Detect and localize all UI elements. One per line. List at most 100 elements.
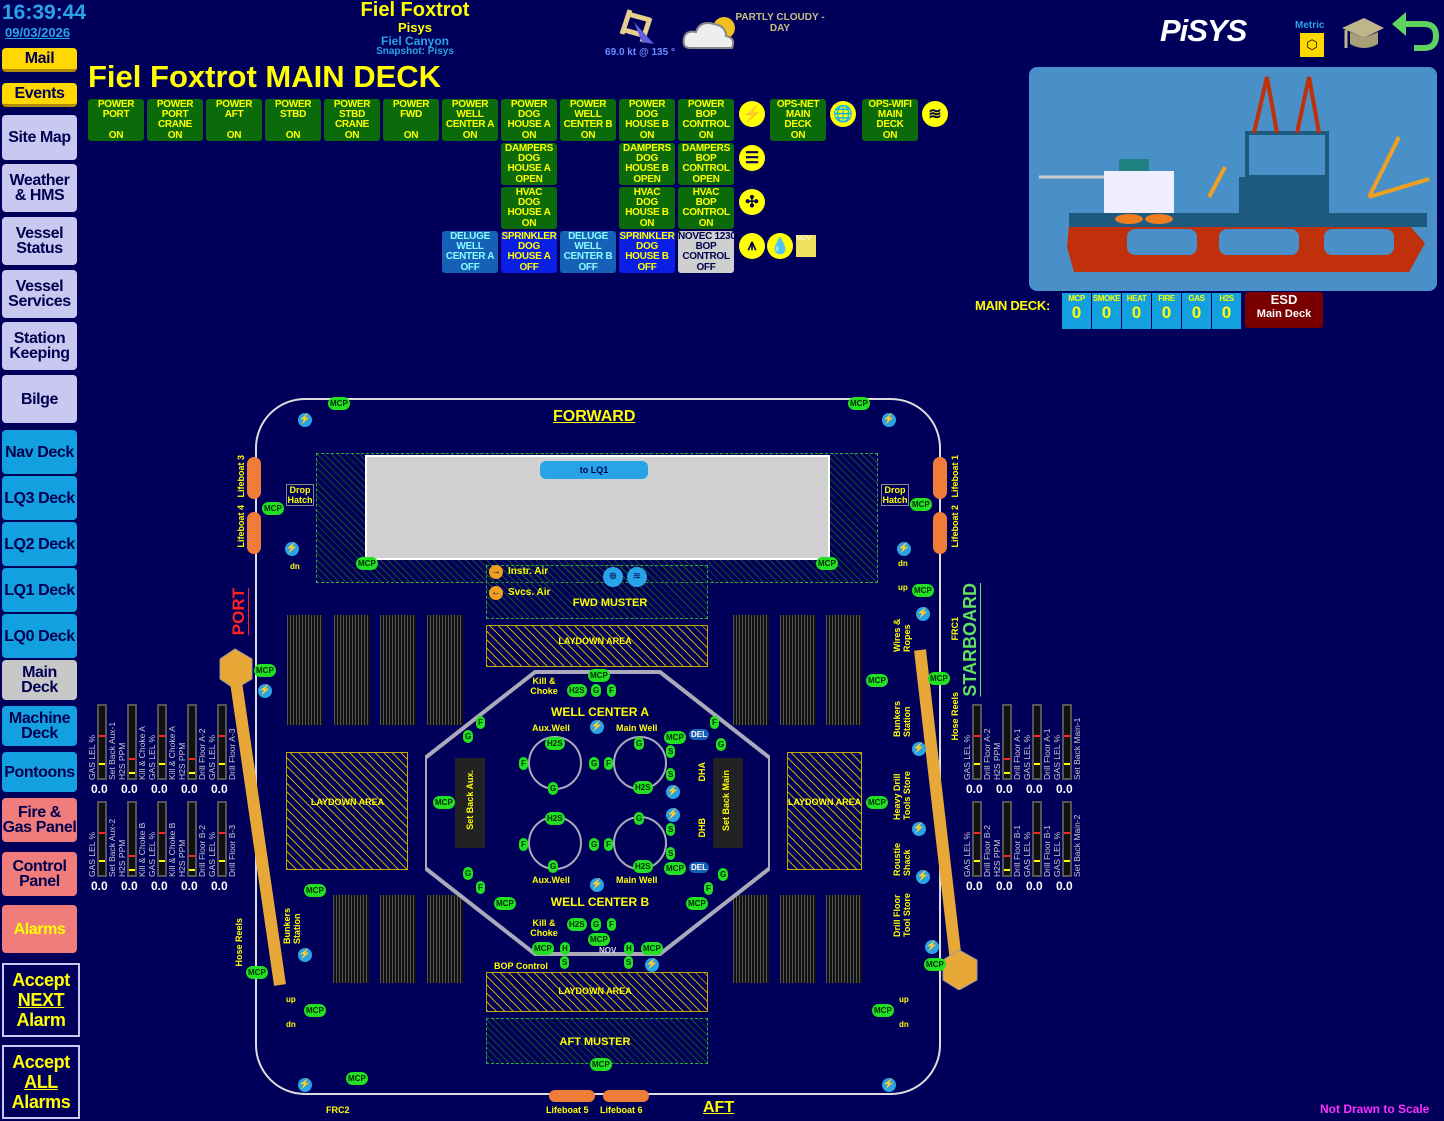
mcp-badge[interactable]: MCP bbox=[816, 557, 838, 570]
g-detector-badge[interactable]: G bbox=[548, 860, 559, 873]
lifeboat-1[interactable] bbox=[933, 457, 947, 499]
sidebar-item-lq0-deck[interactable]: LQ0 Deck bbox=[2, 614, 77, 658]
f-detector-badge[interactable]: F bbox=[604, 838, 613, 851]
mcp-badge[interactable]: MCP bbox=[588, 669, 610, 682]
f-detector-badge[interactable]: F bbox=[476, 881, 485, 894]
mcp-badge[interactable]: MCP bbox=[494, 897, 516, 910]
sidebar-item-main-deck[interactable]: Main Deck bbox=[2, 660, 77, 700]
mcp-badge[interactable]: MCP bbox=[848, 397, 870, 410]
sidebar-item-lq3-deck[interactable]: LQ3 Deck bbox=[2, 476, 77, 520]
mcp-badge[interactable]: MCP bbox=[686, 897, 708, 910]
del-b-badge[interactable]: DEL bbox=[689, 862, 709, 873]
esd-main-deck-button[interactable]: ESD Main Deck bbox=[1245, 292, 1323, 328]
f-detector-badge[interactable]: F bbox=[519, 838, 528, 851]
back-arrow-icon[interactable] bbox=[1390, 8, 1440, 52]
h2s-detector-badge[interactable]: H2S bbox=[567, 684, 587, 697]
lifeboat-3[interactable] bbox=[247, 457, 261, 499]
sidebar-item-fire-gas-panel[interactable]: Fire & Gas Panel bbox=[2, 798, 77, 842]
g-detector-badge[interactable]: G bbox=[589, 838, 600, 851]
mcp-badge[interactable]: MCP bbox=[246, 966, 268, 979]
sidebar-item-station-keeping[interactable]: Station Keeping bbox=[2, 322, 77, 370]
sidebar-item-control-panel[interactable]: Control Panel bbox=[2, 852, 77, 896]
h2s-detector-badge[interactable]: H2S bbox=[545, 812, 565, 825]
sidebar-item-bilge[interactable]: Bilge bbox=[2, 375, 77, 423]
mcp-badge[interactable]: MCP bbox=[304, 1004, 326, 1017]
mcp-badge[interactable]: MCP bbox=[928, 672, 950, 685]
lifeboat-5[interactable] bbox=[549, 1090, 595, 1102]
h2s-detector-badge[interactable]: H2S bbox=[567, 918, 587, 931]
mcp-badge[interactable]: MCP bbox=[254, 664, 276, 677]
s-detector-badge[interactable]: S bbox=[666, 847, 676, 860]
g-detector-badge[interactable]: G bbox=[463, 867, 474, 880]
g-detector-badge[interactable]: G bbox=[634, 812, 645, 825]
mcp-badge[interactable]: MCP bbox=[532, 942, 554, 955]
lifeboat-2[interactable] bbox=[933, 512, 947, 554]
sidebar-item-site-map[interactable]: Site Map bbox=[2, 115, 77, 160]
g-detector-badge[interactable]: G bbox=[463, 730, 474, 743]
s-detector-badge[interactable]: S bbox=[560, 956, 570, 969]
s-detector-badge[interactable]: S bbox=[666, 745, 676, 758]
mcp-badge[interactable]: MCP bbox=[433, 796, 455, 809]
g-detector-badge[interactable]: G bbox=[591, 684, 602, 697]
sidebar-item-nav-deck[interactable]: Nav Deck bbox=[2, 430, 77, 474]
g-detector-badge[interactable]: G bbox=[548, 782, 559, 795]
sidebar-item-machine-deck[interactable]: Machine Deck bbox=[2, 706, 77, 746]
f-detector-badge[interactable]: F bbox=[704, 882, 713, 895]
h2s-detector-badge[interactable]: H2S bbox=[633, 860, 653, 873]
mcp-badge[interactable]: MCP bbox=[866, 796, 888, 809]
mcp-badge[interactable]: MCP bbox=[346, 1072, 368, 1085]
mcp-badge[interactable]: MCP bbox=[664, 731, 686, 744]
h-detector-badge[interactable]: H bbox=[624, 942, 634, 955]
g-detector-badge[interactable]: G bbox=[634, 737, 645, 750]
sidebar-item-mail[interactable]: Mail bbox=[2, 48, 77, 72]
g-detector-badge[interactable]: G bbox=[716, 738, 727, 751]
date-link[interactable]: 09/03/2026 bbox=[5, 25, 71, 40]
s-detector-badge[interactable]: S bbox=[666, 823, 676, 836]
sidebar-item-vessel-status[interactable]: Vessel Status bbox=[2, 217, 77, 265]
sidebar-item-lq1-deck[interactable]: LQ1 Deck bbox=[2, 568, 77, 612]
units-cube-icon[interactable]: ⬡ bbox=[1300, 33, 1324, 57]
g-detector-badge[interactable]: G bbox=[589, 757, 600, 770]
h-detector-badge[interactable]: H bbox=[560, 942, 570, 955]
mcp-badge[interactable]: MCP bbox=[912, 584, 934, 597]
mcp-badge[interactable]: MCP bbox=[590, 1058, 612, 1071]
f-detector-badge[interactable]: F bbox=[607, 684, 616, 697]
mcp-badge[interactable]: MCP bbox=[910, 498, 932, 511]
f-detector-badge[interactable]: F bbox=[710, 716, 719, 729]
mcp-badge[interactable]: MCP bbox=[872, 1004, 894, 1017]
f-detector-badge[interactable]: F bbox=[476, 716, 485, 729]
